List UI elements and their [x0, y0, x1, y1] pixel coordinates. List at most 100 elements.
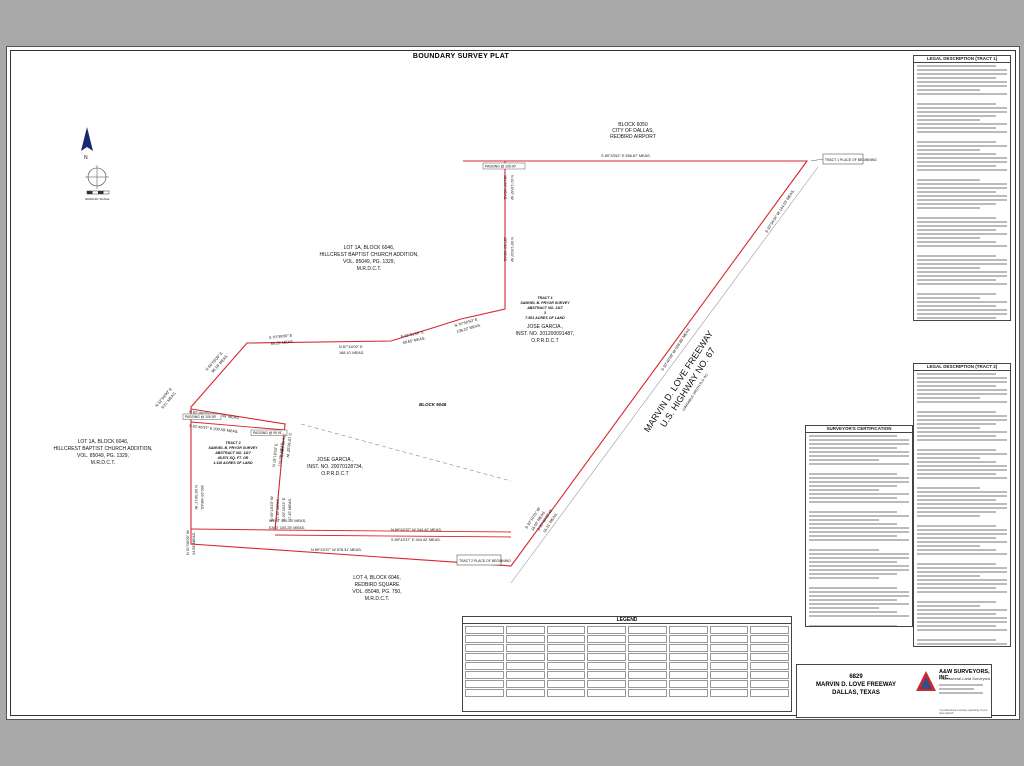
legal1-text	[914, 65, 1010, 320]
legend-entry	[587, 635, 626, 643]
text-line	[917, 435, 997, 437]
text-line	[809, 497, 897, 499]
legend-entry	[668, 680, 708, 688]
call-west-dist: 200.29' MEAS.	[200, 485, 204, 510]
legend-entry	[709, 680, 749, 688]
svg-text:VOL. 85049, PG. 1329,: VOL. 85049, PG. 1329,	[343, 259, 395, 265]
legend-entry	[628, 644, 667, 652]
svg-text:HILLCREST BAPTIST CHURCH ADDIT: HILLCREST BAPTIST CHURCH ADDITION,	[54, 446, 153, 452]
legend-entry	[628, 653, 667, 661]
legend-entry	[709, 662, 749, 670]
text-line	[917, 469, 1007, 471]
legend-entry	[465, 662, 504, 670]
text-line	[917, 305, 997, 307]
legend-entry	[505, 689, 545, 697]
company-tagline: "A professional company operating in you…	[939, 709, 988, 715]
text-line	[917, 211, 1007, 215]
text-line	[917, 465, 1007, 467]
text-line	[917, 161, 1007, 163]
legend-entry	[546, 680, 586, 688]
text-line	[917, 77, 997, 79]
text-line	[809, 543, 909, 547]
text-line	[917, 207, 980, 209]
text-line	[917, 419, 1007, 421]
call-w1-dist: 151.99' MEAS.	[503, 175, 507, 200]
company-subtitle: Professional Land Surveyors	[939, 676, 991, 681]
text-line	[917, 385, 997, 387]
call-w1: N 01°16'00" W	[510, 175, 514, 200]
legend-entry	[709, 671, 749, 679]
legend-entry	[587, 653, 626, 661]
text-line	[809, 511, 897, 513]
text-line	[917, 165, 997, 167]
call-s4-dist: 17.45' MEAS.	[288, 498, 292, 521]
text-line	[809, 519, 879, 521]
legend-entry	[505, 644, 545, 652]
legend-entry	[546, 635, 586, 643]
legend-entry	[709, 635, 749, 643]
text-line	[917, 439, 1007, 441]
svg-text:O.P.R.D.C.T: O.P.R.D.C.T	[321, 471, 348, 477]
text-line	[917, 173, 1007, 177]
legend-entry	[668, 662, 708, 670]
text-line	[809, 477, 909, 479]
call-s3: N 00°18'23" W	[270, 496, 274, 521]
text-line	[809, 625, 897, 626]
text-line	[917, 579, 1007, 581]
text-line	[809, 565, 909, 567]
legend-entry	[587, 644, 626, 652]
text-line	[809, 535, 897, 537]
text-line	[917, 487, 980, 489]
text-line	[917, 103, 997, 105]
text-line	[917, 69, 1007, 71]
legend-entry	[587, 680, 626, 688]
call-c4: S 70°39'00" E	[269, 334, 293, 340]
call-west-line: N 00°38'11" W	[194, 485, 198, 510]
call-s2-dist: 179.69' MEAS.	[278, 442, 285, 467]
text-line	[809, 573, 897, 575]
text-line	[917, 85, 1007, 87]
text-line	[809, 501, 909, 503]
call-south-c: N 89°43'37" W 578.31' MEAS.	[311, 548, 362, 552]
text-line	[809, 603, 909, 605]
text-line	[917, 229, 997, 231]
legend-title: LEGEND	[463, 617, 791, 624]
text-line	[809, 569, 909, 571]
legend-entry	[505, 662, 545, 670]
legend-entry	[546, 662, 586, 670]
call-c1-dist: 138.22' MEAS.	[456, 323, 481, 334]
call-south-a: N 89°43'37" W 344.42' MEAS.	[391, 528, 442, 532]
svg-text:VOL. 85049, PG. 1329,: VOL. 85049, PG. 1329,	[77, 453, 129, 459]
text-line	[809, 523, 897, 525]
text-line	[917, 153, 997, 155]
text-line	[809, 549, 879, 551]
text-line	[917, 149, 980, 151]
svg-text:48,871 SQ. FT. OR: 48,871 SQ. FT. OR	[217, 456, 249, 460]
text-line	[917, 507, 1007, 509]
call-north-line: S 89°33'52" E 556.87' MEAS.	[601, 154, 651, 158]
text-line	[917, 389, 1007, 391]
legal2-title: LEGAL DESCRIPTION (TRACT 2)	[914, 364, 1010, 371]
text-line	[809, 527, 909, 529]
text-line	[809, 493, 909, 495]
text-line	[917, 89, 980, 91]
tract2-boundary	[190, 408, 286, 531]
legend-entry	[668, 653, 708, 661]
tract2-label: TRACT 2 SAMUEL B. PRYOR SURVEY ABSTRACT …	[208, 441, 258, 465]
text-line	[917, 267, 980, 269]
tract2-pob-label: TRACT 2 PLACE OF BEGINNING	[459, 559, 511, 563]
text-line	[809, 581, 909, 585]
text-line	[809, 473, 897, 475]
legend-grid	[463, 624, 791, 699]
text-line	[917, 317, 997, 319]
text-line	[917, 519, 1007, 523]
legend-entry	[546, 671, 586, 679]
text-line	[917, 541, 1007, 543]
text-line	[917, 575, 980, 577]
text-line	[917, 563, 997, 565]
legend-entry	[668, 644, 708, 652]
text-line	[809, 595, 909, 597]
block-6046-label: BLOCK 6046	[419, 402, 447, 407]
text-line	[917, 195, 1007, 197]
text-line	[917, 499, 997, 501]
